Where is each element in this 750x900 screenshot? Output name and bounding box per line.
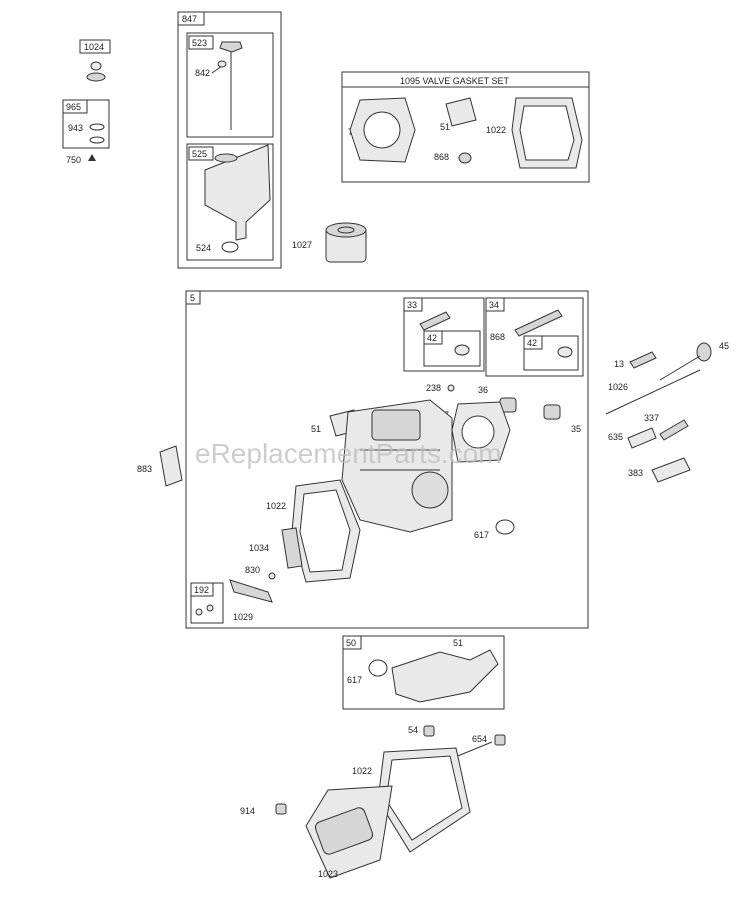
group-50-intake: 50 51 617 — [342, 635, 505, 710]
group-5-cylinder-head: 5 33 42 34 868 42 238 36 7 35 51 — [185, 290, 589, 629]
tag-33: 33 — [407, 300, 417, 310]
label-617-b: 617 — [347, 675, 362, 685]
label-868-b: 868 — [490, 332, 505, 342]
sealant-icon — [88, 154, 96, 161]
group-847: 847 523 842 525 524 — [177, 11, 282, 269]
label-868-a: 868 — [434, 152, 449, 162]
label-1022-a: 1022 — [486, 125, 506, 135]
tag-847: 847 — [182, 14, 197, 24]
tag-525: 525 — [192, 149, 207, 159]
label-51-b: 51 — [311, 424, 321, 434]
label-35: 35 — [571, 424, 581, 434]
watermark-text: eReplacementParts.com — [195, 438, 502, 469]
rocker-cover-parts: 54 654 53 1022 914 1023 — [240, 725, 506, 879]
tag-42-b: 42 — [527, 338, 537, 348]
tag-50: 50 — [346, 638, 356, 648]
label-13: 13 — [614, 359, 624, 369]
label-51-c: 51 — [453, 638, 463, 648]
label-1022-c: 1022 — [352, 766, 372, 776]
label-654: 654 — [472, 734, 487, 744]
label-1029: 1029 — [233, 612, 253, 622]
valve-train-parts: 13 45 1026 337 635 383 — [605, 341, 729, 483]
tag-5: 5 — [190, 293, 195, 303]
tag-523: 523 — [192, 38, 207, 48]
label-883: 883 — [137, 464, 152, 474]
tag-42-a: 42 — [427, 333, 437, 343]
label-750: 750 — [66, 155, 81, 165]
oil-filter: 1027 — [292, 222, 367, 263]
label-830: 830 — [245, 565, 260, 575]
oil-fill-tube-part — [204, 144, 271, 241]
label-635: 635 — [608, 432, 623, 442]
label-337: 337 — [644, 413, 659, 423]
label-943: 943 — [68, 123, 83, 133]
label-914: 914 — [240, 806, 255, 816]
group-965: 965 943 750 — [62, 99, 110, 165]
tag-192: 192 — [194, 585, 209, 595]
group-1095-valve-gasket-set: 1095 VALVE GASKET SET 7 51 1022 868 — [341, 71, 590, 183]
tag-1024: 1024 — [84, 42, 104, 52]
label-383: 383 — [628, 468, 643, 478]
label-1022-b: 1022 — [266, 501, 286, 511]
label-1034: 1034 — [249, 543, 269, 553]
label-1026: 1026 — [608, 382, 628, 392]
label-1027: 1027 — [292, 240, 312, 250]
label-842: 842 — [195, 68, 210, 78]
group-1024: 1024 — [79, 39, 111, 82]
oil-fill-cap-part — [86, 72, 106, 82]
label-36: 36 — [478, 385, 488, 395]
label-238: 238 — [426, 383, 441, 393]
label-617-a: 617 — [474, 530, 489, 540]
label-45: 45 — [719, 341, 729, 351]
label-54: 54 — [408, 725, 418, 735]
label-524: 524 — [196, 243, 211, 253]
exhaust-gasket-883: 883 — [137, 445, 183, 487]
intake-manifold-part — [391, 649, 499, 703]
label-51-a: 51 — [440, 122, 450, 132]
tag-34: 34 — [489, 300, 499, 310]
label-1023: 1023 — [318, 869, 338, 879]
tag-965: 965 — [66, 102, 81, 112]
tag-1095: 1095 VALVE GASKET SET — [400, 76, 510, 86]
